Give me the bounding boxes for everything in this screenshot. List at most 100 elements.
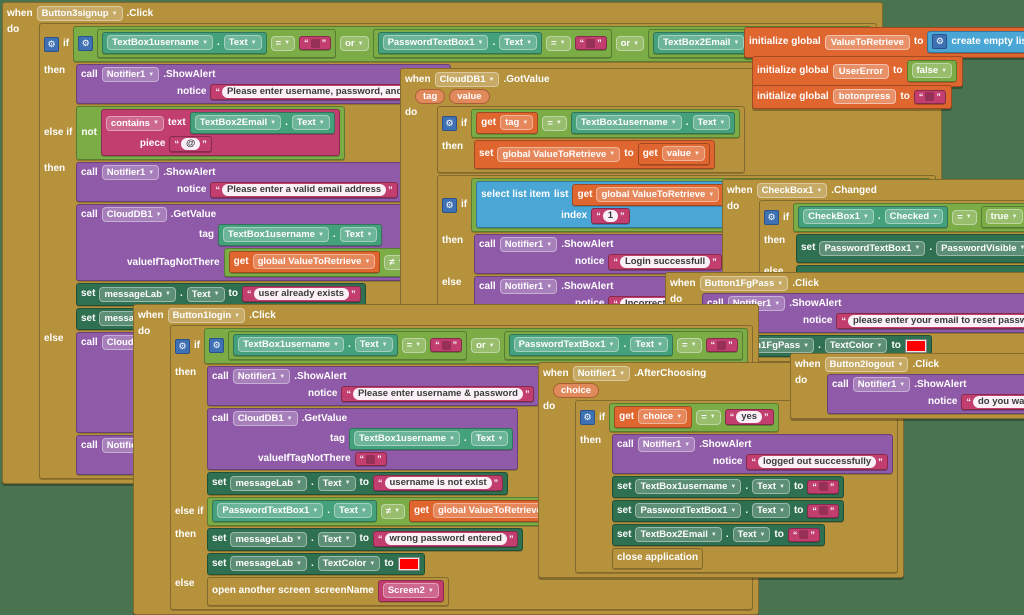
dropdown-messagelab[interactable]: messageLab▼ — [99, 286, 176, 302]
text-string-block[interactable]: “@” — [169, 136, 212, 152]
string-value[interactable]: 1 — [602, 210, 619, 222]
empty-string-block[interactable]: “” — [807, 503, 840, 518]
dropdown-notifier1[interactable]: Notifier1▼ — [101, 67, 160, 82]
dropdown-messagelab[interactable]: messageLab▼ — [230, 475, 307, 491]
string-value[interactable] — [586, 38, 596, 48]
passwordtextbox1-text-getter[interactable]: PasswordTextBox1▼.Text▼ — [212, 500, 377, 522]
equals-block[interactable]: PasswordTextBox1▼.Text▼=▼“” — [503, 331, 743, 360]
string-value[interactable] — [818, 482, 828, 491]
text-string-block[interactable]: “Login successfull” — [608, 254, 722, 270]
textbox1username-text-getter[interactable]: TextBox1username▼.Text▼ — [233, 334, 398, 356]
dropdown-checked[interactable]: Checked▼ — [884, 209, 944, 224]
dropdown-global-valuetoretrieve[interactable]: global ValueToRetrieve▼ — [497, 146, 621, 162]
dropdown-clouddb1[interactable]: CloudDB1▼ — [101, 207, 167, 222]
dropdown-textbox1username[interactable]: TextBox1username▼ — [354, 431, 460, 446]
dropdown-textcolor[interactable]: TextColor▼ — [317, 556, 381, 571]
variable-name-field-valuetoretrieve[interactable]: ValueToRetrieve — [824, 34, 910, 50]
string-value[interactable] — [441, 340, 451, 350]
dropdown-blank[interactable]: =▼ — [401, 337, 427, 353]
dropdown-notifier1[interactable]: Notifier1▼ — [232, 369, 291, 384]
mutator-gear-icon[interactable]: ⚙ — [580, 410, 595, 425]
empty-string-block[interactable]: “” — [430, 338, 463, 352]
dropdown-screen2[interactable]: Screen2▼ — [382, 583, 439, 598]
mutator-gear-icon[interactable]: ⚙ — [44, 36, 59, 52]
color-swatch-red[interactable] — [397, 556, 420, 571]
string-value[interactable]: Login successfull — [619, 256, 711, 268]
dropdown-clouddb1[interactable]: CloudDB1▼ — [232, 411, 298, 426]
string-value[interactable] — [366, 454, 376, 464]
variable-name-field-usererror[interactable]: UserError — [832, 63, 890, 79]
dropdown-text[interactable]: Text▼ — [752, 503, 790, 518]
dropdown-textbox2email[interactable]: TextBox2Email▼ — [658, 35, 745, 50]
dropdown-passwordtextbox1[interactable]: PasswordTextBox1▼ — [382, 35, 489, 50]
dropdown-passwordtextbox1[interactable]: PasswordTextBox1▼ — [217, 503, 324, 518]
string-value[interactable]: Please enter username & password — [352, 388, 523, 400]
dropdown-or[interactable]: or▼ — [340, 36, 369, 51]
dropdown-text[interactable]: Text▼ — [317, 475, 356, 491]
dropdown-textbox2email[interactable]: TextBox2Email▼ — [635, 527, 722, 542]
dropdown-global-valuetoretrieve[interactable]: global ValueToRetrieve▼ — [596, 187, 720, 202]
empty-string-block[interactable]: “” — [913, 89, 946, 104]
text-string-block[interactable]: “yes” — [724, 409, 774, 425]
set-passwordtextbox1-passwordvisible[interactable]: setPasswordTextBox1▼.PasswordVisible▼tot… — [796, 234, 1024, 263]
dropdown-text[interactable]: Text▼ — [692, 115, 731, 130]
dropdown-text[interactable]: Text▼ — [317, 531, 356, 547]
dropdown-button1login[interactable]: Button1login▼ — [167, 308, 246, 323]
true-block[interactable]: true▼ — [980, 206, 1024, 228]
dropdown-text[interactable]: Text▼ — [732, 527, 771, 542]
string-value[interactable]: yes — [736, 411, 763, 423]
dropdown-text[interactable]: Text▼ — [630, 337, 669, 352]
dropdown-notifier1[interactable]: Notifier1▼ — [101, 165, 160, 180]
empty-string-block[interactable]: “” — [807, 479, 840, 494]
mutator-gear-icon[interactable]: ⚙ — [442, 197, 457, 213]
dropdown-text[interactable]: Text▼ — [354, 337, 393, 352]
empty-string-block[interactable]: “” — [787, 527, 820, 542]
textbox1username-text-getter[interactable]: TextBox1username▼.Text▼ — [349, 428, 514, 450]
dropdown-blank[interactable]: =▼ — [270, 35, 296, 51]
variable-name-field-botonpress[interactable]: botonpress — [832, 89, 897, 104]
color-swatch-red[interactable] — [904, 338, 927, 353]
dropdown-blank[interactable]: =▼ — [546, 35, 571, 51]
dropdown-false[interactable]: false▼ — [911, 63, 953, 78]
checkbox1-checked-getter[interactable]: CheckBox1▼.Checked▼ — [798, 206, 949, 228]
close-application-block[interactable]: close application — [612, 548, 704, 569]
dropdown-text[interactable]: Text▼ — [186, 286, 225, 302]
dropdown-value[interactable]: value▼ — [661, 146, 705, 161]
dropdown-passwordtextbox1[interactable]: PasswordTextBox1▼ — [635, 503, 742, 518]
empty-string-block[interactable]: “” — [299, 36, 332, 50]
mutator-gear-icon[interactable]: ⚙ — [442, 116, 457, 131]
or-condition[interactable]: ⚙TextBox1username▼.Text▼=▼“”or▼PasswordT… — [73, 26, 873, 62]
passwordtextbox1-text-getter[interactable]: PasswordTextBox1▼.Text▼ — [377, 32, 543, 54]
dropdown-text[interactable]: Text▼ — [499, 35, 538, 50]
string-value[interactable]: please enter your email to reset passwor… — [847, 315, 1024, 327]
dropdown-notifier1[interactable]: Notifier1▼ — [572, 366, 631, 381]
event-param-value[interactable]: value — [449, 89, 490, 104]
dropdown-messagelab[interactable]: messageLab▼ — [230, 531, 307, 547]
dropdown-blank[interactable]: ≠▼ — [380, 503, 406, 519]
dropdown-contains[interactable]: contains▼ — [105, 115, 164, 131]
text-string-block[interactable]: “Please enter username, password, and em… — [210, 84, 446, 100]
